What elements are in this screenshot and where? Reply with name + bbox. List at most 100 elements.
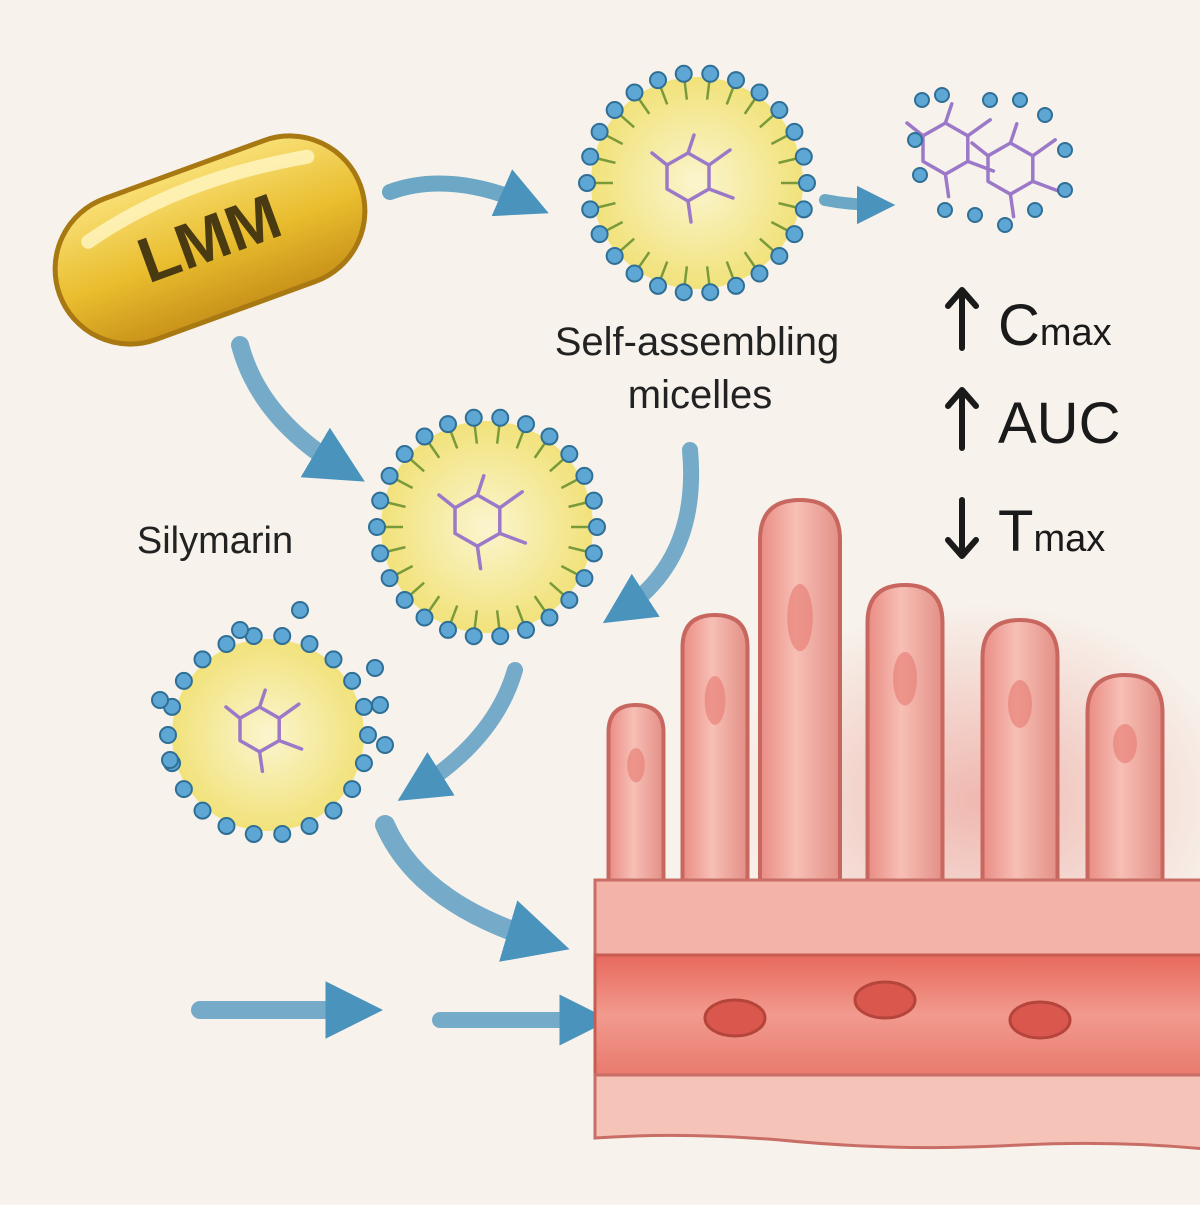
lipid-head — [395, 590, 414, 609]
molecule-bond — [707, 187, 735, 200]
lipid-tail — [759, 237, 775, 253]
lipid-head — [581, 200, 600, 219]
micelles-label-line1: Self-assembling — [555, 320, 840, 364]
lipid-head — [967, 207, 983, 223]
lipid-tail — [759, 113, 775, 129]
micelle-core — [172, 639, 364, 831]
lipid-tail — [386, 501, 406, 509]
lipid-head — [701, 283, 720, 302]
molecule-bond — [277, 738, 304, 751]
lipid-head — [575, 466, 594, 485]
decrease-arrow-icon — [945, 497, 979, 559]
lipid-head — [371, 696, 389, 714]
lipid-head — [324, 650, 343, 669]
molecule-bond — [905, 121, 925, 138]
lipid-tail — [743, 97, 757, 115]
pk-effect-auc: AUC — [945, 387, 1120, 456]
molecule-bond — [437, 493, 457, 510]
pk-effect-cmax: Cmax — [945, 287, 1112, 358]
lipid-tail — [637, 251, 651, 269]
lipid-tail — [427, 441, 441, 459]
molecule-bond — [257, 688, 267, 709]
villus — [680, 612, 750, 922]
molecule-bond — [475, 474, 486, 497]
lipid-tail — [596, 157, 616, 165]
drug-molecule — [986, 141, 1035, 196]
silymarin-label: Silymarin — [137, 520, 293, 562]
molecule-bond — [277, 702, 301, 720]
lipid-head — [590, 225, 609, 244]
lipid-head — [727, 71, 746, 90]
lipid-head — [578, 174, 596, 192]
lipid-head — [727, 276, 746, 295]
svg-text:Cmax: Cmax — [998, 293, 1112, 358]
molecule-bond — [943, 172, 951, 199]
villus-nucleus — [704, 676, 726, 725]
lipid-head — [415, 427, 434, 446]
lipid-head — [798, 174, 816, 192]
lipid-head — [517, 620, 536, 639]
villus — [1085, 672, 1165, 922]
lipid-tail — [659, 86, 669, 105]
lipid-tail — [683, 80, 689, 100]
lipid-head — [605, 101, 624, 120]
lipid-tail — [549, 457, 565, 473]
lipid-head — [584, 491, 603, 510]
lipid-tail — [637, 97, 651, 115]
increase-arrow-icon — [945, 287, 979, 351]
micelle-to-villi-arrow — [602, 442, 700, 624]
lipid-tail — [533, 595, 547, 613]
lipid-head — [1012, 92, 1028, 108]
molecule-bond — [970, 141, 990, 158]
micelle — [578, 64, 816, 302]
submucosa-layer — [593, 1073, 1200, 1151]
pk-effect-subscript: max — [1033, 518, 1105, 560]
lipid-tail — [395, 564, 414, 576]
lipid-head — [625, 83, 644, 102]
lipid-head — [380, 466, 399, 485]
lipid-tail — [770, 134, 789, 146]
molecule-bond — [943, 102, 954, 125]
villus-nucleus — [893, 652, 917, 706]
molecule-bond — [707, 148, 732, 167]
lipid-head — [174, 780, 193, 799]
lipid-head — [464, 627, 483, 646]
lipid-tail — [515, 430, 525, 449]
lipid-head — [151, 691, 169, 709]
lipid-head — [354, 754, 373, 773]
lipid-head — [590, 122, 609, 141]
molecule-bond — [475, 544, 483, 571]
villus — [758, 497, 842, 922]
lipid-tail — [409, 581, 425, 597]
lipid-head — [575, 569, 594, 588]
lipid-head — [701, 64, 720, 83]
lipid-head — [914, 92, 930, 108]
lipid-tail — [449, 605, 459, 624]
molecule-bond — [498, 531, 528, 545]
lipid-head — [193, 650, 212, 669]
lipid-tail — [596, 201, 616, 209]
lipid-tail — [605, 220, 624, 232]
svg-text:AUC: AUC — [998, 391, 1120, 456]
increase-arrow-icon — [945, 387, 979, 451]
lipid-head — [785, 122, 804, 141]
lipid-head — [674, 64, 693, 83]
molecule-bond — [257, 750, 265, 774]
lipid-head — [438, 415, 457, 434]
lipid-head — [605, 246, 624, 265]
lipid-head — [770, 101, 789, 120]
lipid-head — [540, 427, 559, 446]
lipid-tail — [725, 86, 735, 105]
lipid-tail — [395, 478, 414, 490]
flow-arrows — [191, 169, 896, 1046]
lipid-tail — [725, 261, 735, 280]
pk-effects: Cmax AUC Tmax — [945, 287, 1120, 564]
lmm-capsule: LMM — [52, 133, 368, 347]
lipid-head — [674, 283, 693, 302]
molecule-bond — [686, 199, 693, 224]
pk-effect-label: T — [998, 499, 1033, 564]
lipid-head — [770, 246, 789, 265]
lipid-head — [491, 627, 510, 646]
molecule-bond — [1031, 179, 1061, 193]
villus-nucleus — [627, 748, 645, 783]
